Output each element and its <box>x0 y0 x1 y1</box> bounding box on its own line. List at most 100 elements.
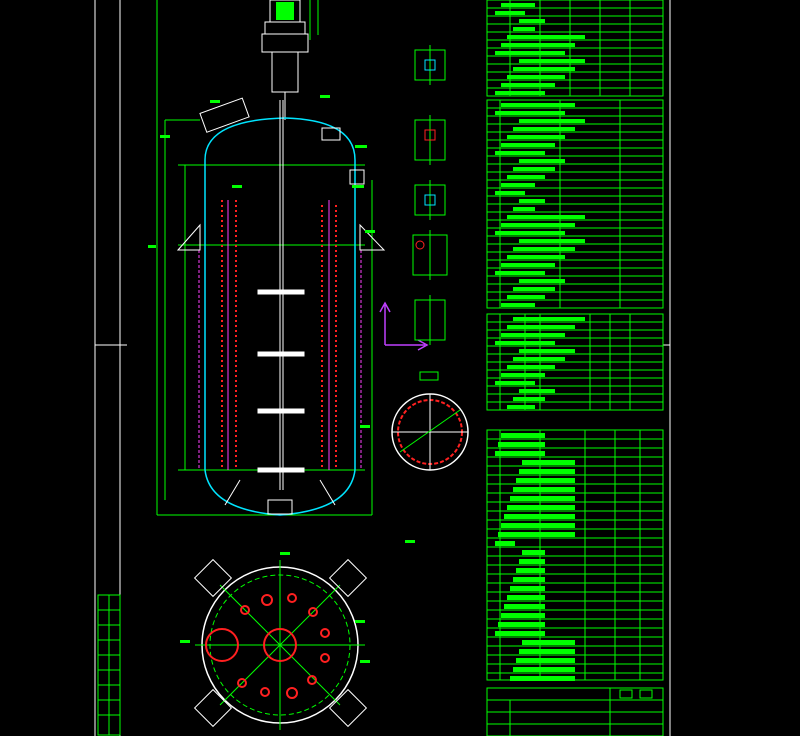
table-cell-text <box>519 649 575 654</box>
drawing-frame <box>94 0 671 736</box>
table-cell-text <box>507 295 545 299</box>
bottom-nozzles <box>224 479 336 515</box>
nozzle-table <box>486 313 664 411</box>
table-cell-text <box>513 287 555 291</box>
table-cell-text <box>501 183 535 187</box>
table-cell-text <box>513 487 575 492</box>
table-cell-text <box>507 215 585 219</box>
table-cell-text <box>495 541 515 546</box>
table-cell-text <box>495 231 565 235</box>
table-cell-text <box>519 469 575 474</box>
table-cell-text <box>513 67 575 71</box>
motor-fill <box>276 2 294 20</box>
table-cell-text <box>507 135 565 139</box>
dimension-labels <box>148 95 415 543</box>
table-cell-text <box>507 505 575 510</box>
table-cell-text <box>516 478 575 483</box>
table-cell-text <box>501 433 545 438</box>
table-cell-text <box>498 532 575 537</box>
table-cell-text <box>507 35 585 39</box>
table-cell-text <box>522 550 545 555</box>
nozzle-detail-3 <box>414 180 446 220</box>
table-cell-text <box>513 207 535 211</box>
vessel-shell <box>204 117 356 516</box>
table-cell-text <box>501 103 575 107</box>
ucs-axis-marker <box>379 301 429 351</box>
table-cell-text <box>519 239 585 243</box>
table-cell-text <box>504 514 575 519</box>
table-cell-text <box>495 111 565 115</box>
heating-jacket <box>198 250 362 470</box>
table-cell-text <box>513 397 545 401</box>
table-cell-text <box>516 658 575 663</box>
table-cell-text <box>495 91 545 95</box>
table-cell-text <box>519 349 575 353</box>
table-cell-text <box>507 595 545 600</box>
table-cell-text <box>516 568 545 573</box>
table-cell-text <box>513 577 545 582</box>
nozzle-detail-5 <box>414 295 446 345</box>
table-cell-text <box>510 676 575 681</box>
table-cell-text <box>501 373 545 377</box>
table-cell-text <box>513 27 535 31</box>
table-cell-text <box>501 143 555 147</box>
table-cell-text <box>498 442 545 447</box>
plan-nozzles <box>237 593 330 699</box>
table-cell-text <box>495 451 545 456</box>
table-cell-text <box>519 59 585 63</box>
table-cell-text <box>501 83 555 87</box>
table-cell-text <box>495 341 555 345</box>
table-cell-text <box>522 640 575 645</box>
drive-motor <box>261 0 309 120</box>
table-cell-text <box>495 631 545 636</box>
nozzle-detail-2 <box>414 115 446 165</box>
table-cell-text <box>495 151 545 155</box>
table-cell-text <box>501 43 575 47</box>
table-cell-text <box>519 389 555 393</box>
heating-coil <box>221 200 337 470</box>
table-cell-text <box>507 325 575 329</box>
table-cell-text <box>504 604 545 609</box>
table-cell-text <box>501 3 535 7</box>
table-cell-text <box>501 223 575 227</box>
design-data-table <box>486 99 664 309</box>
margin-revision-table <box>97 594 121 736</box>
table-cell-text <box>501 263 555 267</box>
nozzle-detail-4 <box>412 230 448 280</box>
title-block <box>486 687 664 736</box>
table-cell-text <box>495 271 545 275</box>
parts-list-table <box>486 429 664 681</box>
table-cell-text <box>507 255 565 259</box>
table-cell-text <box>501 303 535 307</box>
table-cell-text <box>495 11 525 15</box>
table-cell-text <box>513 667 575 672</box>
table-cell-text <box>507 75 565 79</box>
table-cell-text <box>510 586 545 591</box>
agitator-shaft <box>279 100 284 490</box>
table-cell-text <box>501 333 565 337</box>
ring-section-view <box>391 371 469 471</box>
support-lugs <box>176 223 386 251</box>
table-cell-text <box>507 365 555 369</box>
table-cell-text <box>519 159 565 163</box>
table-cell-text <box>495 51 565 55</box>
table-cell-text <box>513 247 575 251</box>
table-cell-text <box>507 175 545 179</box>
table-cell-text <box>519 199 545 203</box>
table-cell-text <box>513 127 575 131</box>
table-cell-text <box>498 622 545 627</box>
coil-guides <box>227 200 330 470</box>
main-elevation-view <box>148 0 415 543</box>
table-cell-text <box>519 279 565 283</box>
plan-view <box>180 552 370 730</box>
top-nozzles <box>199 97 365 185</box>
table-cell-text <box>501 523 575 528</box>
table-cell-text <box>519 559 545 564</box>
table-cell-text <box>495 191 525 195</box>
table-cell-text <box>495 381 535 385</box>
table-cell-text <box>510 496 575 501</box>
table-cell-text <box>501 613 545 618</box>
plan-lugs <box>193 558 368 728</box>
table-cell-text <box>519 119 585 123</box>
